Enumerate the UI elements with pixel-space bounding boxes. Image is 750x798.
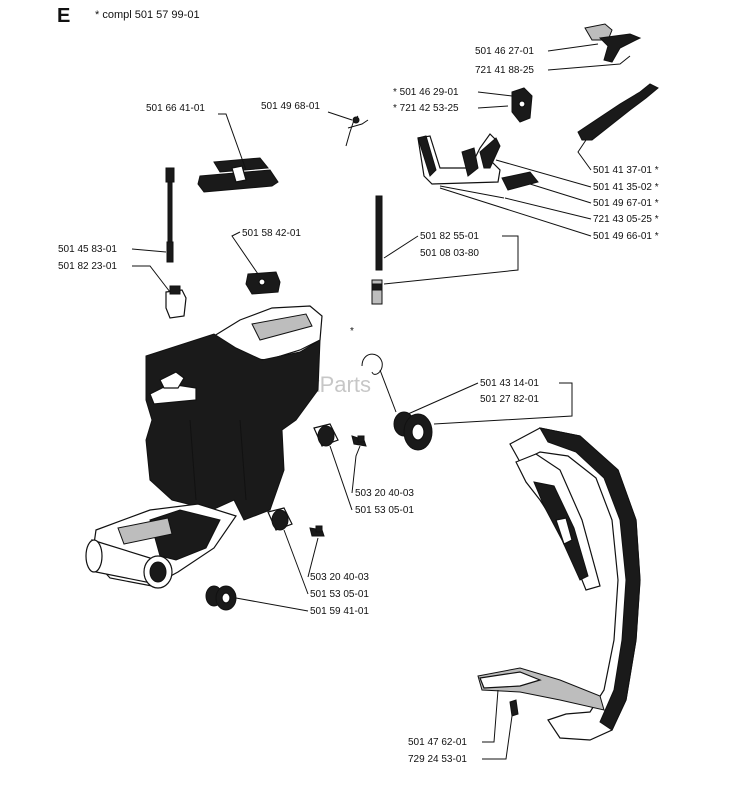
leader-line xyxy=(231,231,259,275)
lever-assembly-part xyxy=(417,133,539,199)
label-501-41-35-02: 501 41 35-02 * xyxy=(593,182,659,193)
left-rod-part xyxy=(165,167,187,319)
label-503-20-40-03-upper: 503 20 40-03 xyxy=(355,488,414,499)
label-501-41-37-01: 501 41 37-01 * xyxy=(593,165,659,176)
label-501-49-68-01: 501 49 68-01 xyxy=(261,101,320,112)
leader-line xyxy=(547,55,631,71)
spring-part xyxy=(345,115,369,147)
leader-line xyxy=(383,235,519,285)
upper-buffer-part xyxy=(361,353,433,451)
leader-line xyxy=(577,139,592,171)
leader-line xyxy=(383,235,419,259)
leader-line xyxy=(329,445,353,511)
asterisk-mark: * xyxy=(350,326,354,337)
leader-line xyxy=(407,382,479,415)
leader-line xyxy=(439,187,592,237)
front-handle-part xyxy=(477,427,641,741)
damper-block-part xyxy=(197,157,279,193)
leader-line xyxy=(482,689,499,743)
leader-line xyxy=(495,159,592,188)
label-721-41-88-25: 721 41 88-25 xyxy=(475,65,534,76)
label-503-20-40-03-lower: 503 20 40-03 xyxy=(310,572,369,583)
label-501-49-67-01: 501 49 67-01 * xyxy=(593,198,659,209)
leader-line xyxy=(433,382,573,425)
label-501-08-03-80: 501 08 03-80 xyxy=(420,248,479,259)
label-501-43-14-01: 501 43 14-01 xyxy=(480,378,539,389)
leader-line xyxy=(307,537,319,578)
leader-line xyxy=(131,248,167,253)
throttle-trigger-part xyxy=(577,83,659,141)
label-501-49-66-01: 501 49 66-01 * xyxy=(593,231,659,242)
leader-line xyxy=(482,715,513,760)
leader-line xyxy=(529,183,592,204)
label-501-45-83-01: 501 45 83-01 xyxy=(58,244,117,255)
complete-note: * compl 501 57 99-01 xyxy=(95,9,200,21)
leader-line xyxy=(351,445,361,494)
throttle-lever-part xyxy=(584,23,642,63)
label-501-82-23-01: 501 82 23-01 xyxy=(58,261,117,272)
label-729-24-53-01: 729 24 53-01 xyxy=(408,754,467,765)
leader-line xyxy=(235,597,309,612)
leader-line xyxy=(327,111,353,121)
pin-part xyxy=(245,271,281,295)
label-501-53-05-01-lower: 501 53 05-01 xyxy=(310,589,369,600)
rear-handle-part xyxy=(85,305,323,589)
leader-line xyxy=(218,113,247,171)
mid-buffer-part xyxy=(313,423,367,447)
leader-line xyxy=(283,529,309,595)
lower-buffer-part xyxy=(205,507,325,611)
leader-line xyxy=(504,197,592,220)
center-rod-part xyxy=(371,195,383,305)
leader-line xyxy=(477,91,513,97)
section-letter: E xyxy=(57,5,70,27)
label-501-27-82-01: 501 27 82-01 xyxy=(480,394,539,405)
label-501-46-27-01: 501 46 27-01 xyxy=(475,46,534,57)
leader-line xyxy=(477,105,509,109)
label-501-53-05-01-upper: 501 53 05-01 xyxy=(355,505,414,516)
choke-part xyxy=(511,87,533,123)
label-501-66-41-01: 501 66 41-01 xyxy=(146,103,205,114)
label-501-46-29-01: * 501 46 29-01 xyxy=(393,87,459,98)
label-721-43-05-25: 721 43 05-25 * xyxy=(593,214,659,225)
label-501-59-41-01: 501 59 41-01 xyxy=(310,606,369,617)
label-501-58-42-01: 501 58 42-01 xyxy=(242,228,301,239)
label-501-82-55-01: 501 82 55-01 xyxy=(420,231,479,242)
leader-line xyxy=(547,43,599,52)
label-501-47-62-01: 501 47 62-01 xyxy=(408,737,467,748)
leader-line xyxy=(132,265,171,293)
label-721-42-53-25: * 721 42 53-25 xyxy=(393,103,459,114)
